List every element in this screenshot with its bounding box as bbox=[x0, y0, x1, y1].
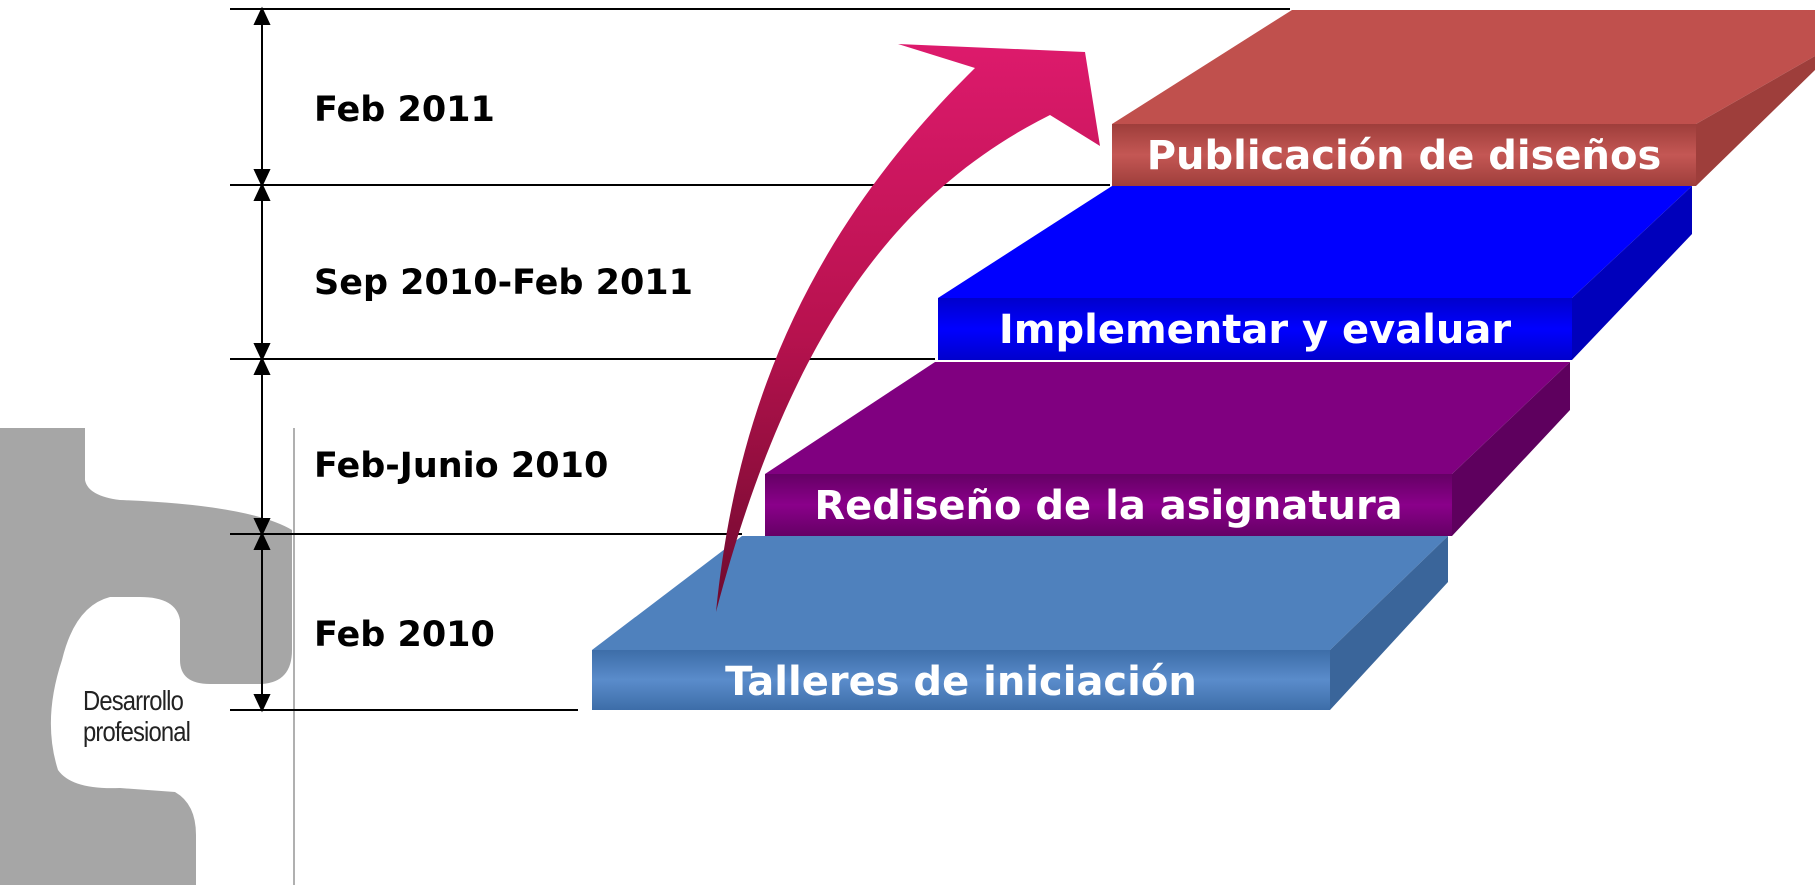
step-rediseno bbox=[765, 362, 1570, 536]
step-label-publicacion: Publicación de diseños bbox=[1146, 133, 1662, 179]
side-label-line2: profesional bbox=[83, 715, 191, 747]
growth-arrow bbox=[716, 44, 1100, 612]
step-label-implementar: Implementar y evaluar bbox=[998, 307, 1512, 353]
side-silhouette bbox=[0, 428, 292, 885]
step-label-talleres: Talleres de iniciación bbox=[725, 659, 1197, 705]
step-talleres bbox=[592, 536, 1448, 710]
growth-arrow-icon bbox=[716, 44, 1100, 612]
side-label-line1: Desarrollo bbox=[83, 685, 184, 716]
timeline-lines bbox=[230, 8, 1290, 711]
step-implementar bbox=[938, 186, 1692, 360]
side-graphic bbox=[0, 428, 295, 885]
period-label-feb-junio-2010: Feb-Junio 2010 bbox=[314, 446, 609, 486]
step-label-rediseno: Rediseño de la asignatura bbox=[814, 483, 1403, 529]
period-label-sep-2010-feb-2011: Sep 2010-Feb 2011 bbox=[314, 263, 694, 303]
period-label-feb-2010: Feb 2010 bbox=[314, 615, 495, 655]
side-label: Desarrollo profesional bbox=[83, 685, 191, 748]
step-publicacion bbox=[1112, 10, 1815, 186]
period-label-feb-2011: Feb 2011 bbox=[314, 90, 495, 130]
timeline-arrows bbox=[253, 6, 271, 713]
